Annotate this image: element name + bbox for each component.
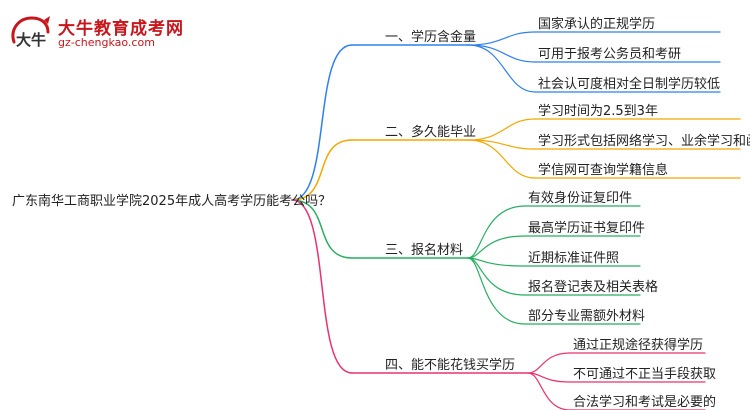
branch-to-leaf-connector [467,257,526,296]
leaf-label: 社会认可度相对全日制学历较低 [538,77,721,92]
leaf-label: 国家承认的正规学历 [538,17,656,32]
branch-to-leaf-connector [467,205,526,259]
logo-url: gz-chengkao.com [58,36,155,49]
branch-to-leaf-connector [467,257,526,325]
branch-to-leaf-connector [467,257,526,267]
branch-label: 三、报名材料 [385,243,464,258]
branch-to-leaf-connector [527,372,571,383]
root-to-branch-connector [291,199,353,259]
branch-label: 二、多久能毕业 [385,125,477,140]
logo-mark-icon: 大牛 [11,16,50,49]
branch-to-leaf-connector [467,118,536,141]
leaf-label: 可用于报考公务员和考研 [538,47,682,62]
branch-label: 四、能不能花钱买学历 [385,358,516,373]
leaf-label: 最高学历证书复印件 [528,221,646,236]
logo-title: 大牛教育成考网 [58,19,184,39]
leaf-label: 学习时间为2.5到3年 [538,104,658,119]
leaf-label: 有效身份证复印件 [528,191,633,206]
root-topic: 广东南华工商职业学院2025年成人高考学历能考公吗？ [12,194,332,209]
branch-to-leaf-connector [527,352,571,374]
branch-to-leaf-connector [467,31,536,46]
branch-to-leaf-connector [467,139,536,150]
branch-label: 一、学历含金量 [385,30,477,45]
leaf-label: 近期标准证件照 [528,251,620,266]
branch-to-leaf-connector [467,139,536,179]
site-logo[interactable]: 大牛 大牛教育成考网 gz-chengkao.com [8,12,218,54]
root-to-branch-connector [291,44,353,201]
root-to-branch-connector [291,139,353,201]
logo-mark-text: 大牛 [16,31,46,49]
root-to-branch-connector [291,199,353,374]
branch-to-leaf-connector [467,44,536,63]
leaf-label: 学习形式包括网络学习、业余学习和函授 [538,134,750,149]
leaf-label: 部分专业需额外材料 [528,309,646,324]
leaf-label: 报名登记表及相关表格 [528,280,659,295]
branch-to-leaf-connector [527,372,571,410]
branch-to-leaf-connector [467,44,536,93]
leaf-label: 合法学习和考试是必要的 [573,395,717,410]
branch-to-leaf-connector [467,235,526,259]
leaf-label: 不可通过不正当手段获取 [573,367,717,382]
leaf-label: 通过正规途径获得学历 [573,338,704,353]
leaf-label: 学信网可查询学籍信息 [538,163,669,178]
